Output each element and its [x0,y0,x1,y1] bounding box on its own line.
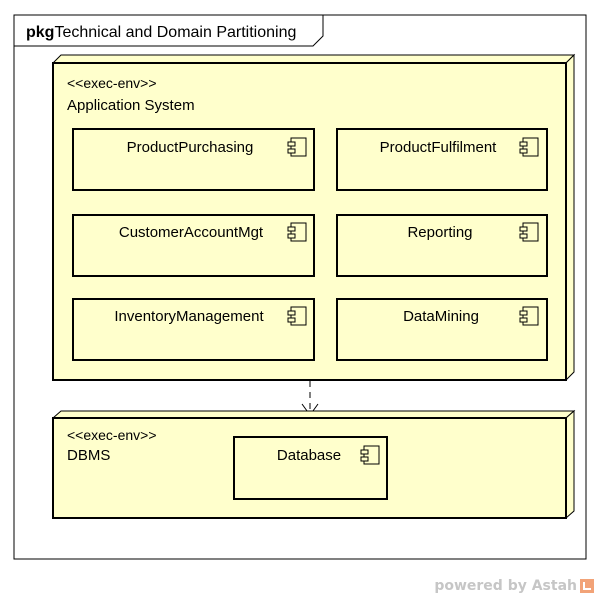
node-dbms[interactable]: <<exec-env>> DBMS Database [51,409,576,520]
node-name: DBMS [67,447,110,464]
dependency-arrow[interactable] [301,381,319,416]
component-data-mining[interactable]: DataMining [336,298,548,361]
component-product-fulfilment[interactable]: ProductFulfilment [336,128,548,191]
component-product-purchasing[interactable]: ProductPurchasing [72,128,315,191]
component-database[interactable]: Database [233,436,388,500]
component-icon [287,222,307,242]
node-name: Application System [67,97,195,114]
component-label: CustomerAccountMgt [119,224,264,241]
astah-logo-icon [580,579,594,593]
component-icon [519,137,539,157]
component-label: Database [277,447,341,464]
component-icon [287,137,307,157]
node-stereotype: <<exec-env>> [67,75,157,91]
component-icon [519,306,539,326]
component-icon [519,222,539,242]
component-label: InventoryManagement [114,308,264,325]
component-icon [287,306,307,326]
powered-by-footer[interactable]: powered by Astah [434,578,594,594]
package-tab-title: pkgTechnical and Domain Partitioning [26,24,296,41]
component-label: ProductPurchasing [127,139,254,156]
footer-text: powered by Astah [434,578,577,594]
component-inventory-management[interactable]: InventoryManagement [72,298,315,361]
component-label: DataMining [403,308,479,325]
component-customer-account-mgt[interactable]: CustomerAccountMgt [72,214,315,277]
component-reporting[interactable]: Reporting [336,214,548,277]
component-label: Reporting [407,224,472,241]
node-stereotype: <<exec-env>> [67,427,157,443]
package-frame: pkgTechnical and Domain Partitioning [13,14,587,560]
node-application-system[interactable]: <<exec-env>> Application System ProductP… [51,53,576,382]
component-label: ProductFulfilment [380,139,498,156]
package-keyword: pkg [26,24,54,41]
component-icon [360,445,380,465]
package-name: Technical and Domain Partitioning [54,24,296,41]
